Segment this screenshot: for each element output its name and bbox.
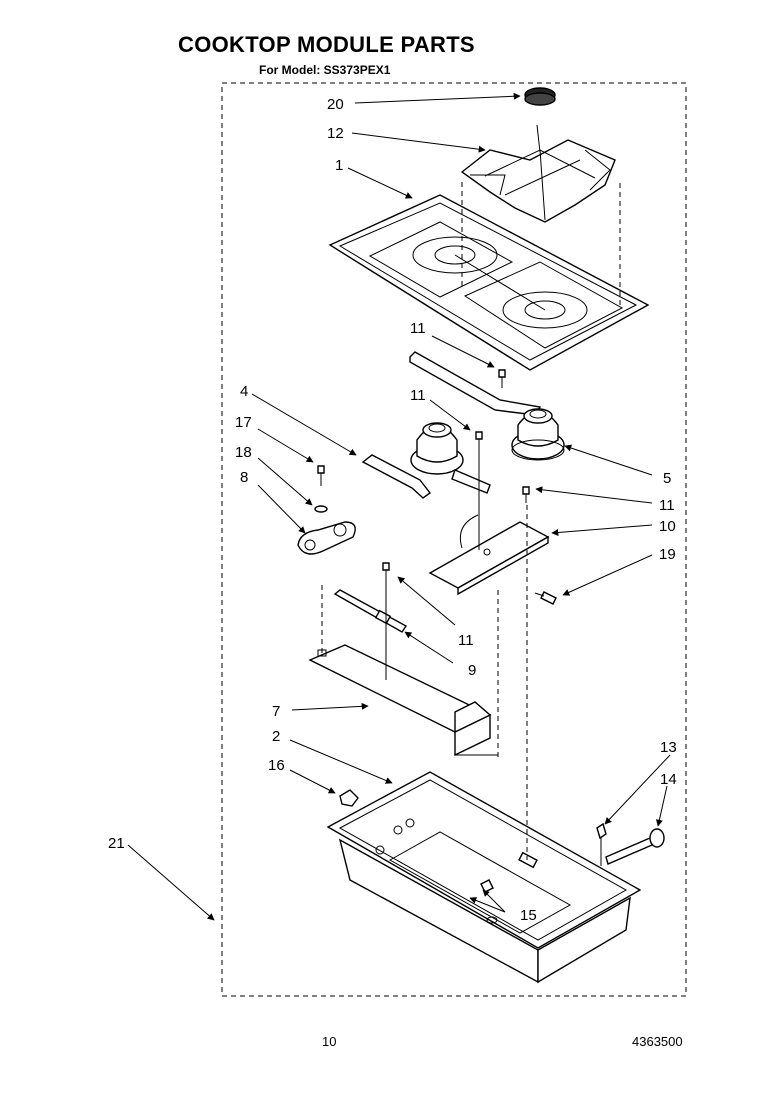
- callout-14: 14: [660, 771, 677, 788]
- callout-9: 9: [468, 662, 476, 679]
- callout-11-second: 11: [410, 387, 426, 404]
- part-screw: [475, 431, 483, 452]
- callout-20: 20: [327, 96, 344, 113]
- part-grate-cap: [524, 87, 556, 106]
- part-lower-bracket: [308, 644, 498, 757]
- callout-11-lower: 11: [458, 632, 474, 649]
- callout-5: 5: [663, 470, 671, 487]
- callout-11-top: 11: [410, 320, 426, 337]
- part-screw: [382, 562, 390, 582]
- part-gas-rod: [333, 589, 408, 633]
- part-burner-pan: [326, 771, 642, 984]
- callout-2: 2: [272, 728, 280, 745]
- callout-10: 10: [659, 518, 676, 535]
- model-subtitle: For Model: SS373PEX1: [259, 63, 391, 77]
- callout-15: 15: [520, 907, 537, 924]
- part-clip: [339, 789, 359, 807]
- part-igniter-bracket: [297, 465, 356, 555]
- callout-1: 1: [335, 157, 343, 174]
- callout-4: 4: [240, 383, 248, 400]
- page-title: COOKTOP MODULE PARTS: [178, 32, 475, 57]
- part-screw: [522, 486, 530, 503]
- part-screw-19: [534, 591, 557, 605]
- part-rivet: [605, 828, 665, 865]
- callout-19: 19: [659, 546, 676, 563]
- page-number: 10: [322, 1034, 337, 1049]
- callout-8: 8: [240, 469, 248, 486]
- callout-16: 16: [268, 757, 285, 774]
- module-boundary: [221, 82, 687, 997]
- part-burner-bracket: [428, 514, 550, 596]
- part-screw: [498, 369, 506, 388]
- part-grate: [460, 124, 616, 223]
- document-number: 4363500: [632, 1034, 683, 1049]
- part-burner-right: [511, 408, 565, 461]
- part-cooktop-panel: [328, 194, 650, 371]
- part-burner-left: [361, 422, 491, 499]
- callout-18: 18: [235, 444, 252, 461]
- callout-12: 12: [327, 125, 344, 142]
- callout-21: 21: [108, 835, 125, 852]
- part-spacer: [596, 822, 607, 866]
- callout-7: 7: [272, 703, 280, 720]
- callout-11-right: 11: [659, 497, 675, 514]
- callout-13: 13: [660, 739, 677, 756]
- callout-17: 17: [235, 414, 252, 431]
